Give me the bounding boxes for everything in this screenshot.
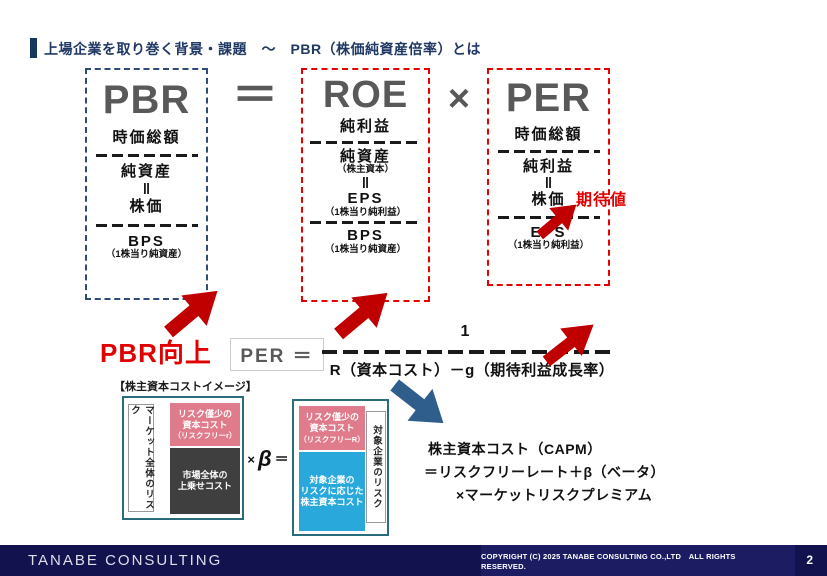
- capm-formula: 株主資本コスト（CAPM） ＝リスクフリーレート＋β（ベータ） ×マーケットリス…: [424, 438, 665, 507]
- per-numerator2: 株価: [531, 191, 566, 208]
- footer: TANABE CONSULTING COPYRIGHT (C) 2025 TAN…: [0, 545, 827, 576]
- vertical-equals: ‖: [361, 175, 370, 193]
- per-equation-denominator: R（資本コスト）－g（期待利益成長率）: [329, 362, 615, 379]
- roe-box: ROE 純利益 純資産 （株主資本） ‖ EPS （1株当り純利益） BPS （…: [301, 68, 430, 302]
- risk-free-line: 資本コスト: [309, 423, 355, 434]
- footer-copyright-panel: [481, 545, 795, 576]
- pbr-numerator2: 株価: [129, 198, 164, 215]
- vertical-equals: ‖: [544, 175, 553, 192]
- market-premium-box: 市場全体の 上乗せコスト: [170, 448, 240, 514]
- capm-line2: ＝リスクフリーレート＋β（ベータ）: [424, 464, 666, 480]
- risk-free-cost-box: リスク僅少の 資本コスト （リスクフリーr）: [170, 403, 240, 446]
- beta-symbol: β: [257, 446, 272, 471]
- roe-denominator2: BPS: [347, 227, 384, 245]
- capm-line3: ×マーケットリスクプレミアム: [456, 487, 653, 503]
- equals-sign: ＝: [232, 69, 278, 121]
- roe-denominator2-note: （1株当り純資産）: [324, 243, 407, 255]
- equity-cost-line: 対象企業の: [309, 474, 355, 485]
- per-denominator2-note: （1株当り純利益）: [507, 240, 590, 251]
- per-numerator: 時価総額: [514, 126, 583, 143]
- risk-free-cost-box: リスク僅少の 資本コスト （リスクフリーR）: [299, 406, 365, 450]
- title-accent-bar: [30, 38, 37, 58]
- pbr-denominator: 純資産: [120, 162, 172, 180]
- roe-numerator2-note: （1株当り純利益）: [324, 206, 407, 218]
- per-box: PER 時価総額 純利益 ‖ 株価 EPS （1株当り純利益）: [487, 68, 610, 286]
- fraction-bar: [95, 153, 198, 157]
- fraction-bar: [309, 140, 422, 144]
- pbr-denominator2-note: （1株当り純資産）: [105, 249, 188, 260]
- equity-cost-box: 対象企業の リスクに応じた 株主資本コスト: [299, 452, 365, 531]
- times-sign: ×: [247, 451, 255, 467]
- fraction-bar: [309, 221, 422, 225]
- market-premium-line: 上乗せコスト: [177, 481, 232, 491]
- roe-numerator2: EPS: [347, 190, 384, 208]
- roe-denominator: 純資産: [339, 147, 391, 165]
- risk-free-line: リスク僅少の: [304, 412, 359, 423]
- fraction-bar: [95, 223, 198, 227]
- pbr-numerator: 時価総額: [112, 129, 181, 146]
- per-equation-numerator: 1: [460, 323, 470, 340]
- risk-free-line: リスク僅少の: [177, 408, 232, 419]
- expected-value-label: 期待値: [576, 192, 628, 209]
- roe-denominator-note: （株主資本）: [336, 164, 394, 175]
- per-equation-lhs: PER ＝: [230, 338, 324, 371]
- risk-free-line: （リスクフリーr）: [173, 431, 237, 441]
- per-box-title: PER: [505, 76, 592, 120]
- roe-box-title: ROE: [322, 74, 409, 116]
- per-denominator: 純利益: [522, 157, 574, 175]
- copyright-text: COPYRIGHT (C) 2025 TANABE CONSULTING CO.…: [481, 551, 736, 571]
- page-title: 上場企業を取り巻く背景・課題 ～ PBR（株価純資産倍率）とは: [44, 41, 482, 57]
- equity-cost-line: 株主資本コスト: [300, 497, 364, 508]
- risk-free-line: （リスクフリーR）: [299, 434, 365, 444]
- market-risk-side-label: マーケット全体のリスク: [128, 404, 154, 512]
- market-risk-box: マーケット全体のリスク リスク僅少の 資本コスト （リスクフリーr） 市場全体の…: [122, 396, 244, 520]
- roe-numerator: 純利益: [339, 118, 391, 135]
- pbr-improvement-label: PBR向上: [100, 338, 212, 368]
- capm-line1: 株主資本コスト（CAPM）: [428, 441, 602, 457]
- pbr-denominator2: BPS: [128, 232, 165, 250]
- equity-cost-line: リスクに応じた: [300, 485, 364, 496]
- equals-sign: ＝: [274, 451, 289, 467]
- pbr-box-title: PBR: [102, 78, 191, 122]
- vertical-equals: ‖: [142, 181, 151, 198]
- pbr-box: PBR 時価総額 純資産 ‖ 株価 BPS （1株当り純資産）: [85, 68, 208, 300]
- target-company-side-label: 対象企業のリスク: [366, 411, 386, 523]
- target-company-risk-box: リスク僅少の 資本コスト （リスクフリーR） 対象企業の リスクに応じた 株主資…: [292, 399, 389, 536]
- risk-free-line: 資本コスト: [182, 419, 228, 430]
- page-number: 2: [806, 553, 813, 567]
- market-premium-line: 市場全体の: [182, 469, 228, 480]
- beta-operator: × β ＝: [243, 448, 293, 470]
- fraction-bar: [497, 215, 600, 219]
- cost-image-caption: 【株主資本コストイメージ】: [114, 381, 257, 393]
- fraction-bar: [497, 149, 600, 153]
- times-sign: ×: [447, 78, 471, 120]
- fraction-bar: [322, 350, 610, 354]
- company-logo: TANABE CONSULTING: [28, 552, 223, 569]
